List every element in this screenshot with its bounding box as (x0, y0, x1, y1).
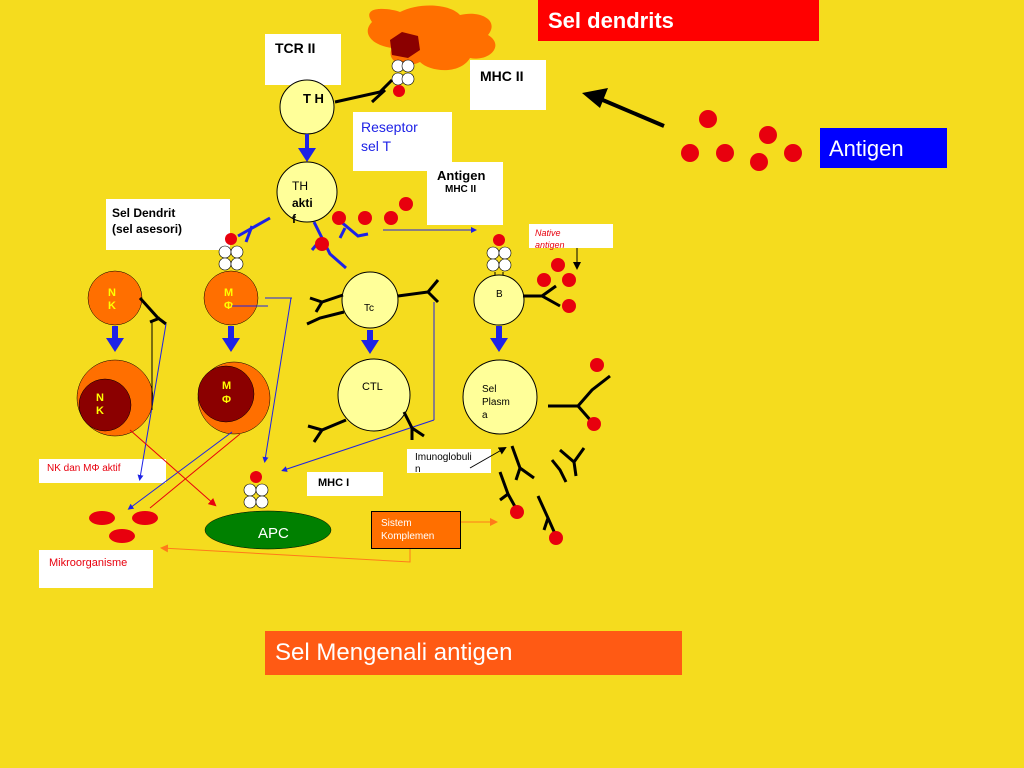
mhc1-label: MHC I (318, 477, 350, 489)
imunoglobulin-arrow (469, 447, 507, 469)
nk-active-label-2: K (96, 405, 104, 417)
th-aktif-label-3: f (292, 212, 297, 226)
tc-cell: Tc (341, 271, 399, 329)
ctl-receptors (307, 411, 425, 443)
b-label: B (496, 289, 503, 300)
mphi-cell: M Φ (203, 270, 259, 326)
antigen-dots (681, 110, 802, 171)
link-komplemen-mikro (160, 544, 411, 563)
down-arrows (106, 326, 508, 354)
mphi-label-2: Φ (224, 300, 233, 312)
th-aktif-label: TH (292, 179, 308, 193)
imunoglobulin-box: Imunoglobuli n (407, 449, 491, 475)
antibody-antigens (510, 358, 604, 545)
link-mphi-mikro-red (149, 433, 241, 509)
mhc2-small-label: MHC II (445, 184, 477, 195)
arrow-th-activation (298, 134, 316, 162)
antigen-box: Antigen (820, 128, 947, 168)
th-label-1: T H (303, 91, 324, 106)
sistem-komplemen-label: Sistem Komplemen (381, 518, 435, 542)
mphi-label: M (224, 287, 233, 299)
antigen-label: Antigen (829, 136, 904, 161)
ctl-label: CTL (362, 381, 383, 393)
nk-label-2: K (108, 300, 116, 312)
tc-label: Tc (364, 303, 374, 314)
mikroorganisme-box: Mikroorganisme (39, 550, 153, 588)
nk-activated-label: NK dan MΦ aktif (47, 463, 121, 474)
native-antigens (537, 258, 576, 313)
link-ctl-apc (281, 419, 435, 472)
b-cell: B (473, 274, 525, 326)
mhc2-top-box: MHC II (470, 60, 546, 110)
top-mhc-complex (334, 59, 415, 104)
imunoglobulin-label: Imunoglobuli n (415, 452, 472, 475)
reseptor-label: Reseptor sel T (361, 119, 418, 154)
mphi-active-label-2: Φ (222, 394, 231, 406)
b-receptor (523, 284, 561, 308)
th-aktif-cell: TH akti f (276, 161, 338, 226)
sel-plasma-label-3: a (482, 410, 488, 421)
nk-receptor (138, 296, 167, 326)
native-antigen-label: Native antigen (535, 228, 565, 250)
th-aktif-receptors (237, 214, 369, 270)
title: Sel dendrits (548, 8, 674, 33)
mhc2-small-box: Antigen MHC II (427, 162, 503, 225)
sel-plasma-label: Sel (482, 384, 496, 395)
link-nk-active-label (137, 323, 167, 481)
nk-label: N (108, 287, 116, 299)
antigen-arrow (582, 88, 665, 128)
mhc2-top-label: MHC II (480, 68, 524, 84)
mhc1-box: MHC I (307, 472, 383, 496)
mphi-active-label: M (222, 380, 231, 392)
footer-title: Sel Mengenali antigen (275, 639, 513, 666)
th-aktif-label-2: akti (292, 196, 313, 210)
sistem-komplemen-box: Sistem Komplemen (371, 511, 461, 549)
mikroorganisme-shapes (89, 511, 158, 543)
sel-plasma-label-2: Plasm (482, 397, 510, 408)
native-antigen-box: Native antigen (529, 224, 613, 250)
b-mhc-complex (486, 234, 512, 284)
tcr2-box: TCR II (265, 34, 341, 85)
link-mphi-active-mikro (127, 431, 233, 510)
nk-active-label: N (96, 392, 104, 404)
sel-dendrit-label: Sel Dendrit (sel asesori) (112, 206, 183, 236)
title-box: Sel dendrits (538, 0, 819, 41)
ctl-cell: CTL (337, 358, 411, 432)
mikroorganisme-label: Mikroorganisme (49, 557, 128, 569)
footer-title-box: Sel Mengenali antigen (265, 631, 682, 675)
apc-cell: APC (204, 510, 332, 550)
nk-activated-box: NK dan MΦ aktif (39, 459, 166, 483)
dendritic-cell (367, 5, 496, 71)
link-nk-apc (129, 429, 217, 507)
mphi-active-cell: M Φ (197, 361, 271, 435)
antigen-small-label: Antigen (437, 168, 486, 183)
sel-plasma-cell: Sel Plasm a (462, 359, 538, 435)
th-cell: T H (279, 79, 335, 135)
nk-active-cell: N K (76, 359, 154, 437)
tc-receptors (306, 279, 440, 326)
sel-dendrit-box: Sel Dendrit (sel asesori) (106, 199, 230, 250)
nk-cell: N K (87, 270, 143, 326)
mphi-link-down (262, 297, 292, 463)
apc-mhc-complex (243, 471, 269, 509)
antibodies (498, 374, 611, 537)
apc-label: APC (258, 525, 289, 542)
reseptor-box: Reseptor sel T (353, 112, 452, 171)
th-aktif-antigens (315, 197, 413, 251)
tcr2-label: TCR II (275, 40, 316, 56)
